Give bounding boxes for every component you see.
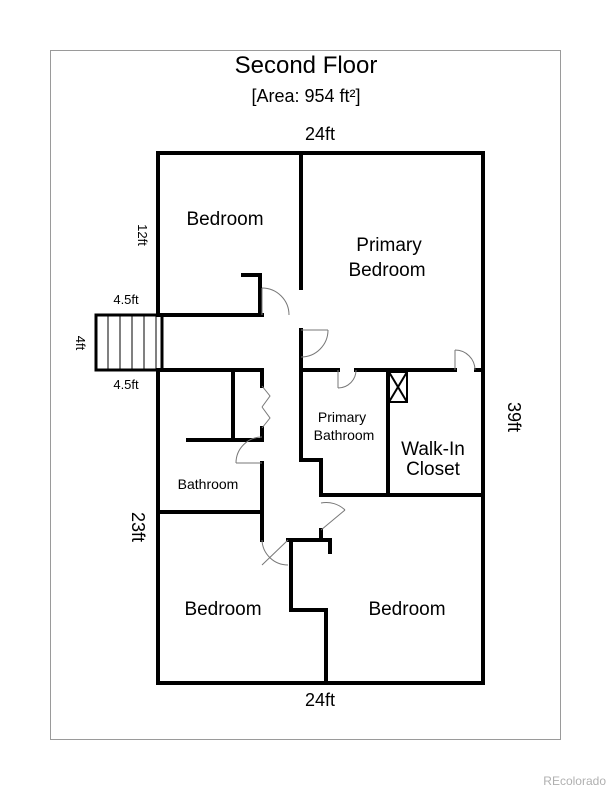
room-bedroom-bottom-right: Bedroom (368, 599, 445, 620)
exterior-walls (156, 151, 485, 685)
dim-stair-depth: 4ft (73, 336, 88, 351)
dim-top-width: 24ft (305, 124, 335, 144)
room-primary-bathroom-line1: Primary (318, 409, 366, 425)
plan-frame (50, 50, 561, 740)
dim-stair-upper: 4.5ft (113, 292, 139, 307)
closet-fixture-icon (388, 371, 408, 403)
dim-bottom-width: 24ft (305, 690, 335, 710)
dim-left-upper: 12ft (135, 224, 150, 246)
area-label: [Area: 954 ft²] (251, 86, 361, 106)
page-title: Second Floor (234, 52, 378, 79)
stairs (94, 313, 164, 372)
room-bathroom: Bathroom (178, 476, 239, 492)
room-bedroom-top-left: Bedroom (186, 209, 263, 230)
room-primary-bedroom-line2: Bedroom (348, 260, 425, 281)
room-primary-bathroom-line2: Bathroom (314, 427, 375, 443)
room-bedroom-bottom-left: Bedroom (184, 599, 261, 620)
room-walk-in-closet-line2: Closet (406, 459, 461, 480)
dim-left-lower: 23ft (128, 512, 148, 542)
watermark: REcolorado (543, 774, 606, 788)
room-primary-bedroom-line1: Primary (356, 235, 422, 256)
dim-stair-lower: 4.5ft (113, 377, 139, 392)
door-swings (235, 287, 476, 566)
dim-right-height: 39ft (504, 402, 524, 432)
room-walk-in-closet-line1: Walk-In (401, 439, 465, 460)
